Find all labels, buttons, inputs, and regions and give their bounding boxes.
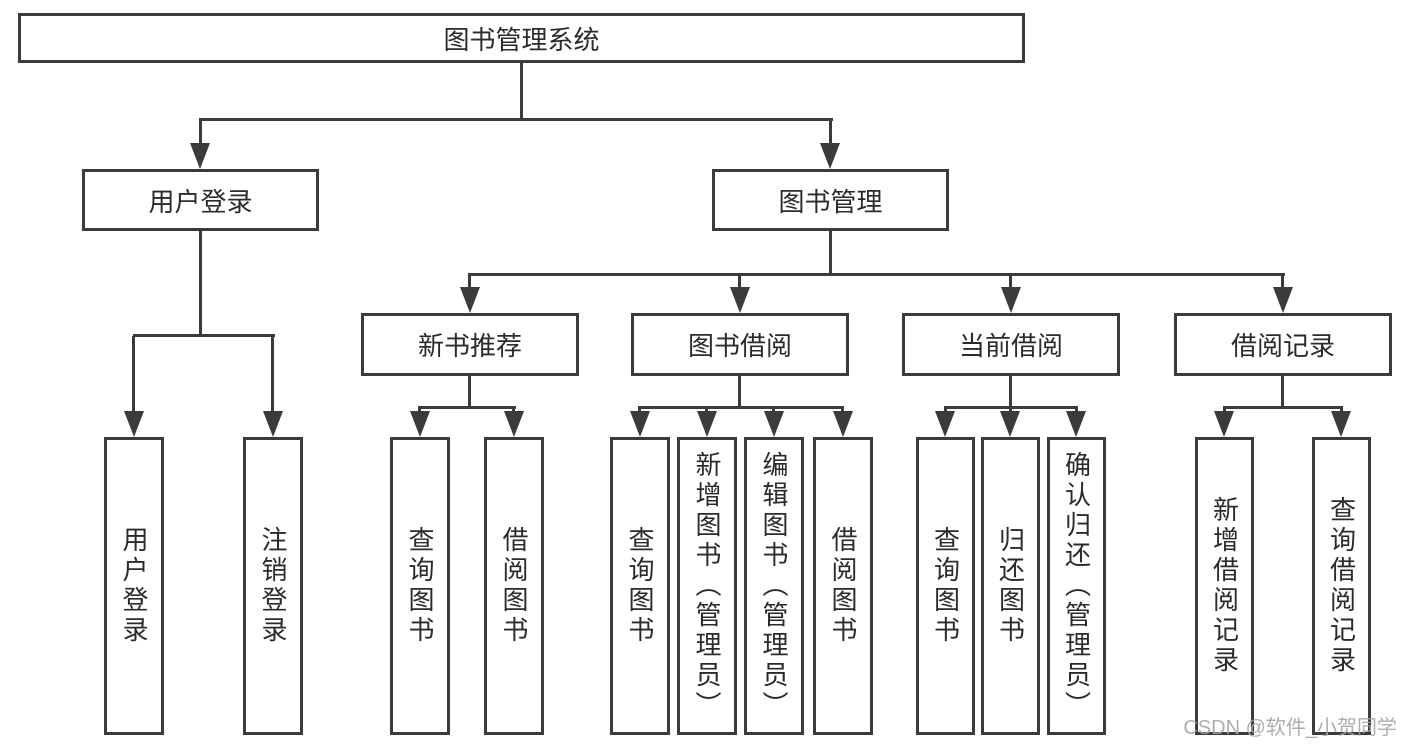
connector-line	[520, 62, 523, 120]
node-bb-add-books-admin: 新增图书（管理员）	[677, 437, 737, 735]
node-nbr-borrow-books-label: 借阅图书	[499, 526, 529, 646]
arrow-down-icon	[935, 411, 955, 437]
arrow-down-icon	[1214, 411, 1234, 437]
node-cb-query-books-label: 查询图书	[930, 526, 961, 646]
arrow-down-icon	[630, 411, 650, 437]
connector-line	[738, 375, 741, 408]
node-user-login: 用户登录	[82, 169, 319, 231]
arrow-down-icon	[460, 287, 480, 313]
node-nbr-query-books-label: 查询图书	[405, 526, 435, 646]
node-current-borrowing: 当前借阅	[902, 313, 1120, 376]
node-bb-query-books: 查询图书	[610, 437, 670, 735]
node-new-book-recommend-label: 新书推荐	[417, 331, 522, 361]
connector-line	[829, 230, 832, 275]
node-bb-add-books-admin-label: 新增图书（管理员）	[692, 451, 722, 721]
node-bb-query-books-label: 查询图书	[625, 526, 655, 646]
connector-line	[944, 406, 1078, 409]
arrow-down-icon	[1000, 411, 1020, 437]
node-br-query-record: 查询借阅记录	[1312, 437, 1371, 735]
arrow-down-icon	[764, 411, 784, 437]
node-book-borrowing-label: 图书借阅	[687, 331, 792, 361]
node-nbr-query-books: 查询图书	[390, 437, 450, 735]
arrow-down-icon	[504, 411, 524, 437]
node-br-query-record-label: 查询借阅记录	[1326, 496, 1357, 676]
node-cb-confirm-return-admin: 确认归还（管理员）	[1047, 437, 1106, 735]
node-user-login-label: 用户登录	[148, 186, 253, 217]
connector-line	[199, 120, 202, 144]
node-bb-edit-books-admin: 编辑图书（管理员）	[744, 437, 804, 735]
connector-line	[271, 336, 274, 412]
node-root: 图书管理系统	[18, 13, 1025, 63]
arrow-down-icon	[1066, 411, 1086, 437]
node-cb-return-books-label: 归还图书	[995, 526, 1026, 646]
node-current-borrowing-label: 当前借阅	[958, 331, 1063, 361]
connector-line	[418, 406, 516, 409]
node-new-book-recommend: 新书推荐	[361, 313, 579, 376]
node-borrowing-records-label: 借阅记录	[1230, 331, 1335, 361]
node-bb-edit-books-admin-label: 编辑图书（管理员）	[759, 451, 789, 721]
connector-line	[738, 275, 741, 289]
node-bb-borrow-books: 借阅图书	[813, 437, 873, 735]
arrow-down-icon	[833, 411, 853, 437]
arrow-down-icon	[1331, 411, 1351, 437]
node-borrowing-records: 借阅记录	[1174, 313, 1392, 376]
connector-line	[1009, 275, 1012, 289]
connector-line	[133, 334, 275, 337]
arrow-down-icon	[263, 411, 283, 437]
connector-line	[1281, 375, 1284, 408]
arrow-down-icon	[410, 411, 430, 437]
node-br-add-record: 新增借阅记录	[1195, 437, 1254, 735]
connector-line	[1281, 275, 1284, 289]
connector-line	[1009, 375, 1012, 408]
node-logout: 注销登录	[243, 437, 303, 735]
connector-line	[468, 273, 1285, 276]
node-cb-query-books: 查询图书	[916, 437, 975, 735]
node-cb-confirm-return-admin-label: 确认归还（管理员）	[1061, 451, 1092, 721]
node-login-label: 用户登录	[119, 526, 149, 646]
node-login: 用户登录	[104, 437, 164, 735]
arrow-down-icon	[1273, 287, 1293, 313]
node-bb-borrow-books-label: 借阅图书	[828, 526, 858, 646]
arrow-down-icon	[820, 143, 840, 169]
arrow-down-icon	[1001, 287, 1021, 313]
arrow-down-icon	[124, 411, 144, 437]
node-logout-label: 注销登录	[258, 526, 288, 646]
node-cb-return-books: 归还图书	[981, 437, 1040, 735]
connector-line	[829, 120, 832, 144]
node-book-management: 图书管理	[712, 169, 949, 231]
node-book-borrowing: 图书借阅	[631, 313, 849, 376]
arrow-down-icon	[190, 143, 210, 169]
connector-line	[132, 336, 135, 412]
node-nbr-borrow-books: 借阅图书	[484, 437, 544, 735]
connector-line	[199, 230, 202, 336]
connector-line	[638, 406, 844, 409]
node-root-label: 图书管理系统	[443, 24, 600, 55]
connector-line	[468, 375, 471, 408]
watermark: CSDN @软件_小贺同学	[1183, 717, 1397, 739]
connector-line	[199, 118, 833, 121]
arrow-down-icon	[730, 287, 750, 313]
node-br-add-record-label: 新增借阅记录	[1209, 496, 1240, 676]
node-book-management-label: 图书管理	[778, 186, 883, 217]
connector-line	[1223, 406, 1343, 409]
arrow-down-icon	[697, 411, 717, 437]
connector-line	[468, 275, 471, 289]
